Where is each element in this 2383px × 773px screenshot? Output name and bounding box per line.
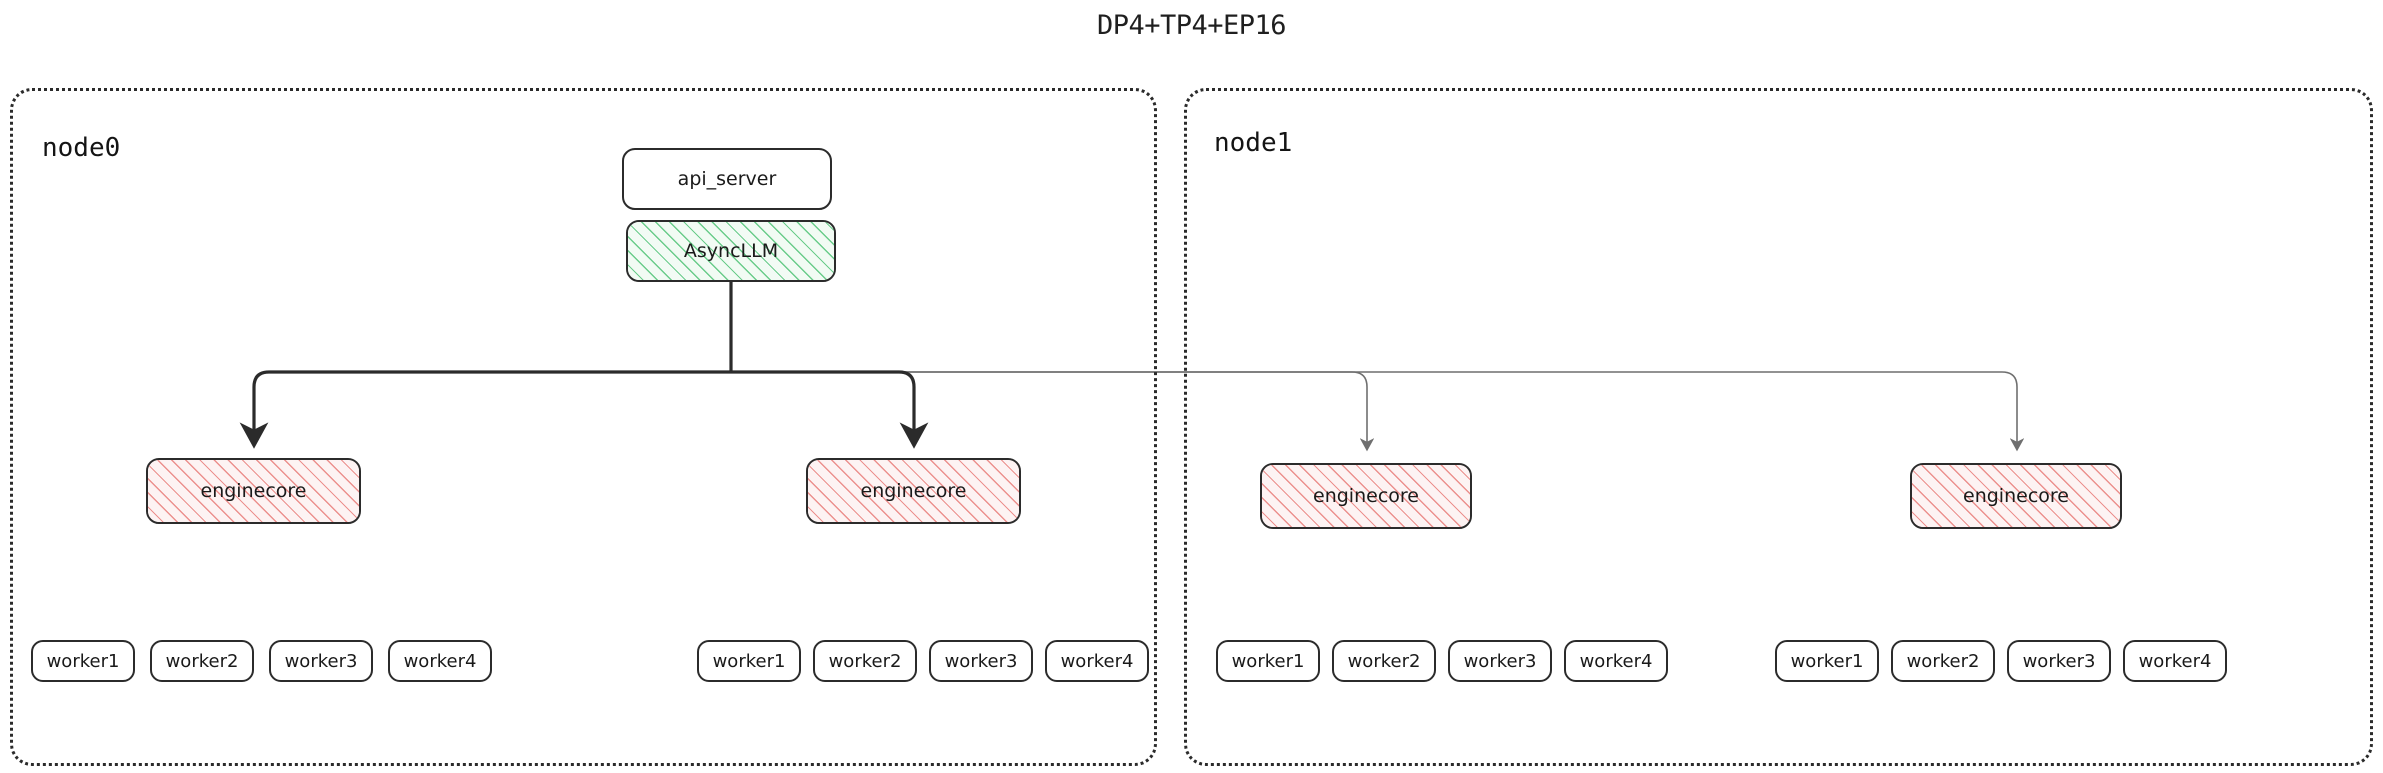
green-hatch-pattern	[628, 222, 834, 280]
node-container-node0	[10, 88, 1157, 766]
worker-pill[interactable]: worker3	[1448, 640, 1552, 682]
worker-pill[interactable]: worker1	[31, 640, 135, 682]
worker-pill[interactable]: worker1	[697, 640, 801, 682]
worker-pill[interactable]: worker3	[929, 640, 1033, 682]
worker-pill[interactable]: worker4	[388, 640, 492, 682]
pink-hatch-pattern	[1262, 465, 1470, 527]
node-container-node1	[1184, 88, 2373, 766]
worker-pill[interactable]: worker1	[1775, 640, 1879, 682]
async-llm-box[interactable]: AsyncLLM	[626, 220, 836, 282]
page-title: DP4+TP4+EP16	[1096, 10, 1287, 41]
enginecore-label: enginecore	[860, 479, 967, 502]
async-llm-label: AsyncLLM	[683, 239, 779, 262]
worker-pill[interactable]: worker4	[1045, 640, 1149, 682]
worker-pill[interactable]: worker2	[150, 640, 254, 682]
node-label-node0: node0	[42, 133, 121, 163]
worker-pill[interactable]: worker1	[1216, 640, 1320, 682]
api-server-box[interactable]: api_server	[622, 148, 832, 210]
enginecore-box-node1-2[interactable]: enginecore	[1910, 463, 2122, 529]
pink-hatch-pattern	[148, 460, 359, 522]
enginecore-label: enginecore	[200, 479, 307, 502]
worker-pill[interactable]: worker2	[813, 640, 917, 682]
worker-pill[interactable]: worker3	[2007, 640, 2111, 682]
pink-hatch-pattern	[1912, 465, 2120, 527]
pink-hatch-pattern	[808, 460, 1019, 522]
node-label-node1: node1	[1214, 128, 1293, 158]
worker-pill[interactable]: worker4	[1564, 640, 1668, 682]
worker-pill[interactable]: worker2	[1891, 640, 1995, 682]
enginecore-box-node1-1[interactable]: enginecore	[1260, 463, 1472, 529]
enginecore-box-node0-1[interactable]: enginecore	[146, 458, 361, 524]
worker-pill[interactable]: worker3	[269, 640, 373, 682]
enginecore-box-node0-2[interactable]: enginecore	[806, 458, 1021, 524]
api-server-label: api_server	[677, 167, 777, 190]
worker-pill[interactable]: worker4	[2123, 640, 2227, 682]
enginecore-label: enginecore	[1963, 484, 2069, 507]
enginecore-label: enginecore	[1313, 484, 1419, 507]
worker-pill[interactable]: worker2	[1332, 640, 1436, 682]
